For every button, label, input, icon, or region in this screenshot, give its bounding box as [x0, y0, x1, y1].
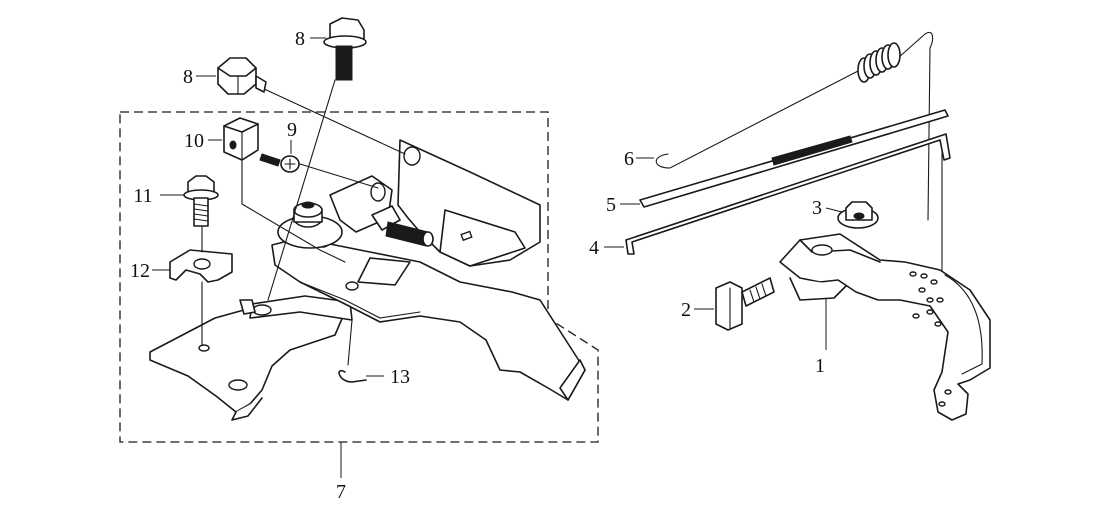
throttle-bracket: [779, 233, 991, 421]
small-screw: [259, 140, 300, 173]
carriage-bolt: [694, 277, 775, 331]
flange-bolt: [160, 175, 219, 227]
clamp-plate: [152, 249, 233, 283]
flange-nut: [825, 201, 879, 229]
spring-clip: [338, 319, 384, 383]
callout-12: 12: [130, 260, 150, 282]
callout-3: 3: [812, 197, 822, 219]
bracket-stud: [371, 205, 434, 247]
alignment-lines: [201, 79, 406, 346]
callout-11: 11: [133, 185, 152, 207]
callout-labels: 1 2 3 4 5 6 7 8 8 9 10 11 12 13: [130, 28, 825, 503]
threaded-rod: [620, 109, 949, 208]
hex-bolt-side: [196, 57, 267, 95]
callout-8-side: 8: [183, 66, 193, 88]
callout-2: 2: [681, 299, 691, 321]
callout-6: 6: [624, 148, 634, 170]
hex-bolt-top: [310, 17, 367, 81]
assembly-boundary: [119, 111, 599, 478]
cable-block: [208, 117, 259, 161]
callout-1: 1: [815, 355, 825, 377]
callout-8-top: 8: [295, 28, 305, 50]
base-plate: [149, 295, 353, 421]
callout-7: 7: [336, 481, 346, 503]
pivot-nut: [277, 201, 343, 249]
callout-13: 13: [390, 366, 410, 388]
bent-rod: [604, 133, 951, 255]
callout-9: 9: [287, 119, 297, 141]
callout-5: 5: [606, 194, 616, 216]
callout-4: 4: [589, 237, 599, 259]
control-lever: [271, 237, 586, 401]
callout-10: 10: [184, 130, 204, 152]
mounting-bracket: [329, 139, 541, 267]
spring-rod: [636, 31, 934, 221]
